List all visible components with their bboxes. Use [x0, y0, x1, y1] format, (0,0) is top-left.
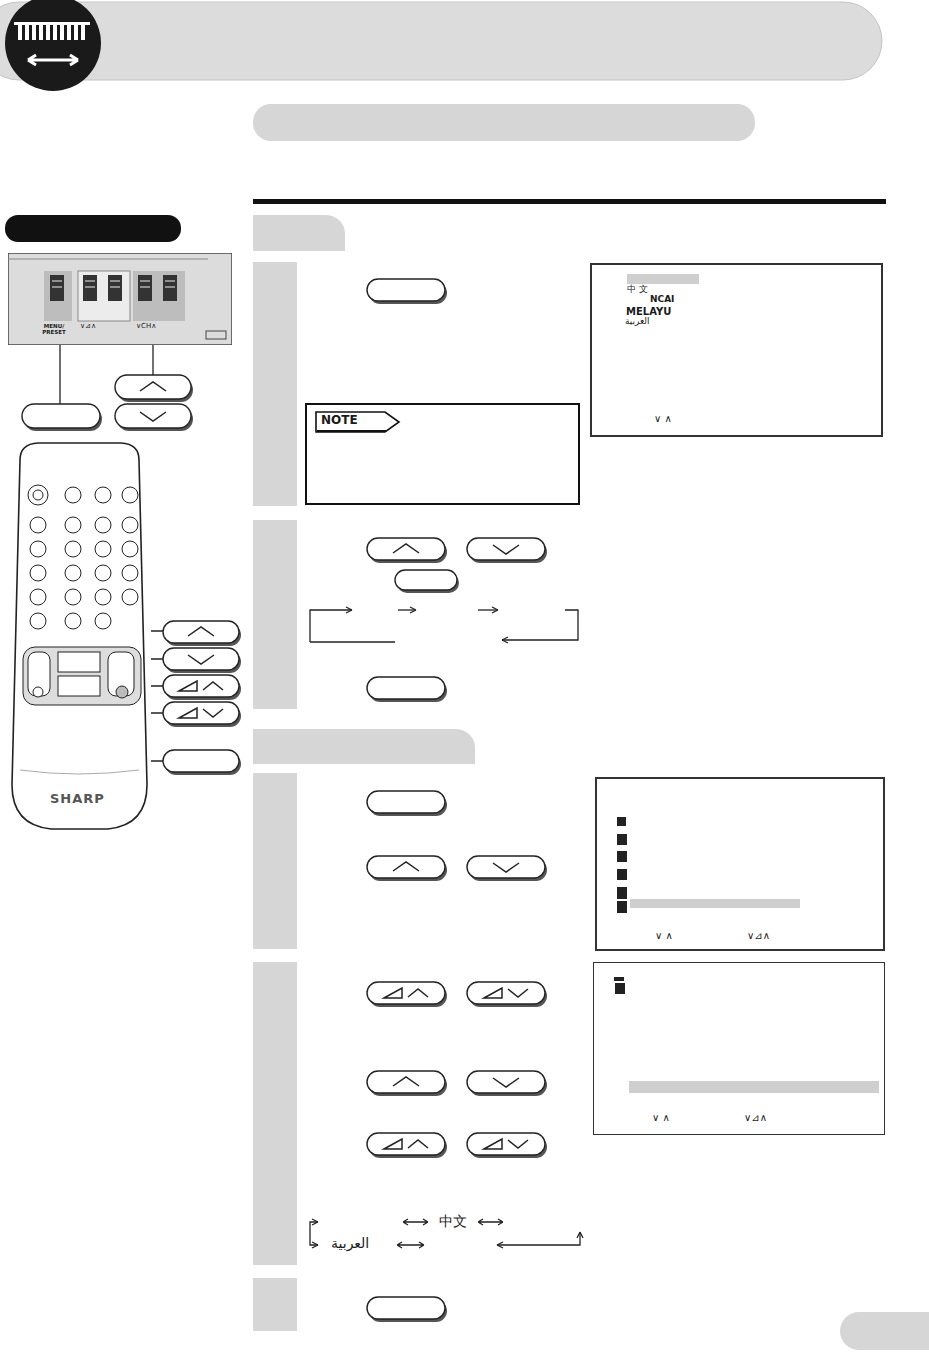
- button-icon: [163, 702, 241, 727]
- step-strips: [253, 262, 297, 1331]
- button-icon: [367, 791, 447, 816]
- header-band: [0, 2, 882, 80]
- menu-text: ∨⊿∧: [744, 1112, 767, 1123]
- flow-arrows: [310, 607, 578, 643]
- button-label: ∨⊿∧: [80, 323, 96, 331]
- menu-screen: 中 文NCAIMELAYUالعربية ∨ ∧: [590, 263, 883, 437]
- button-icon: [22, 404, 102, 431]
- button-icon: [395, 570, 459, 593]
- button-icon: [467, 538, 547, 563]
- remote-control-art: [8, 440, 151, 832]
- tab: [253, 729, 475, 764]
- menu-text: MELAYU: [626, 306, 671, 317]
- button-icon: [367, 1297, 447, 1322]
- button-icon: [367, 1133, 447, 1158]
- menu-text: 中 文: [627, 285, 648, 295]
- button-icon: [467, 856, 547, 881]
- menu-screen: ∨ ∧ ∨⊿∧: [593, 962, 885, 1135]
- menu-text: ∨ ∧: [654, 413, 672, 424]
- button-icon: [467, 982, 547, 1007]
- remote-control: SHARP: [8, 440, 151, 832]
- menu-screen-art: [597, 779, 883, 949]
- tv-control-panel-art: [8, 253, 232, 345]
- menu-screen-art: [594, 963, 883, 1133]
- page-number-pill: [840, 1312, 929, 1350]
- menu-text: ∨⊿∧: [747, 930, 770, 941]
- tv-control-panel: MENU/ PRESET ∨⊿∧ ∨CH∧: [8, 253, 232, 345]
- button-icon: [367, 1071, 447, 1096]
- button-icon: [163, 675, 241, 700]
- menu-text: العربية: [625, 317, 650, 327]
- button-icon: [367, 856, 447, 881]
- language-option: 中文: [438, 1214, 468, 1229]
- menu-text: ∨ ∧: [655, 930, 673, 941]
- button-icon: [163, 621, 241, 646]
- button-icon: [163, 750, 241, 775]
- note-box: NOTE: [305, 403, 580, 505]
- rule: [253, 199, 886, 204]
- button-icon: [367, 279, 447, 304]
- button-icon: [115, 375, 193, 402]
- button-icon: [467, 1133, 547, 1158]
- section-icon: [5, 0, 101, 91]
- icon-arrow: [28, 55, 78, 65]
- button-icon: [367, 538, 447, 563]
- menu-text: NOTE: [321, 414, 358, 427]
- menu-text: NCAI: [650, 295, 674, 305]
- heading-bar: [253, 104, 755, 141]
- button-label: MENU/ PRESET: [41, 323, 67, 335]
- black-pill: [5, 215, 181, 242]
- language-option: العربية: [330, 1236, 370, 1251]
- button-label: ∨CH∧: [136, 323, 156, 331]
- button-icon: [467, 1071, 547, 1096]
- menu-text: ∨ ∧: [652, 1112, 670, 1123]
- button-icon: [163, 648, 241, 673]
- menu-screen: ∨ ∧ ∨⊿∧: [595, 777, 885, 951]
- button-icon: [115, 404, 193, 431]
- button-icon: [367, 982, 447, 1007]
- icon-bars: [14, 22, 90, 40]
- button-icon: [367, 677, 447, 702]
- tab: [253, 215, 345, 251]
- brand-logo: SHARP: [50, 792, 105, 806]
